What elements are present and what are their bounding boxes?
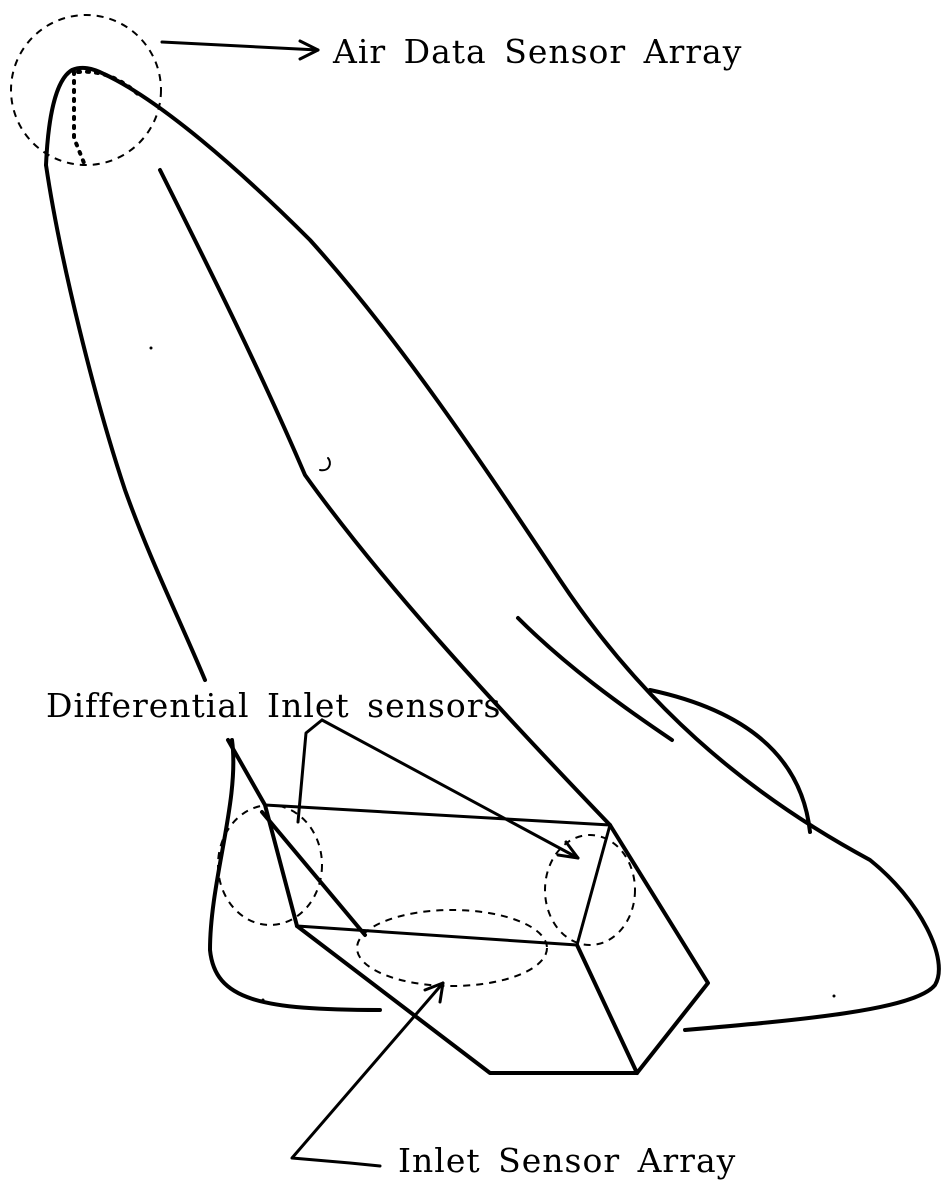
speck: [833, 995, 836, 998]
inlet-box-front-left-edge: [228, 740, 297, 926]
speck: [150, 347, 153, 350]
differential-inlet-sensors-label: Differential Inlet sensors: [46, 686, 501, 725]
inlet-box-right-face: [577, 825, 708, 1073]
inlet-box-bottom-face: [297, 926, 637, 1073]
air-data-arrow: [162, 41, 318, 59]
fuselage-lower-edge: [46, 165, 205, 680]
nose-dotted-outline: [74, 72, 142, 168]
differential-sensor-right-circle: [545, 835, 635, 945]
inlet-sensor-array-label: Inlet Sensor Array: [398, 1141, 736, 1180]
inlet-sensor-array-ellipse: [357, 910, 547, 986]
tail-fin-inner-edge: [518, 618, 672, 740]
air-data-sensor-circle: [11, 15, 161, 165]
air-data-sensor-array-label: Air Data Sensor Array: [333, 32, 742, 71]
differential-arrow-right: [322, 720, 578, 858]
fuselage-small-notch: [320, 458, 330, 470]
speck: [262, 999, 265, 1002]
fuselage-inner-line: [160, 170, 610, 825]
